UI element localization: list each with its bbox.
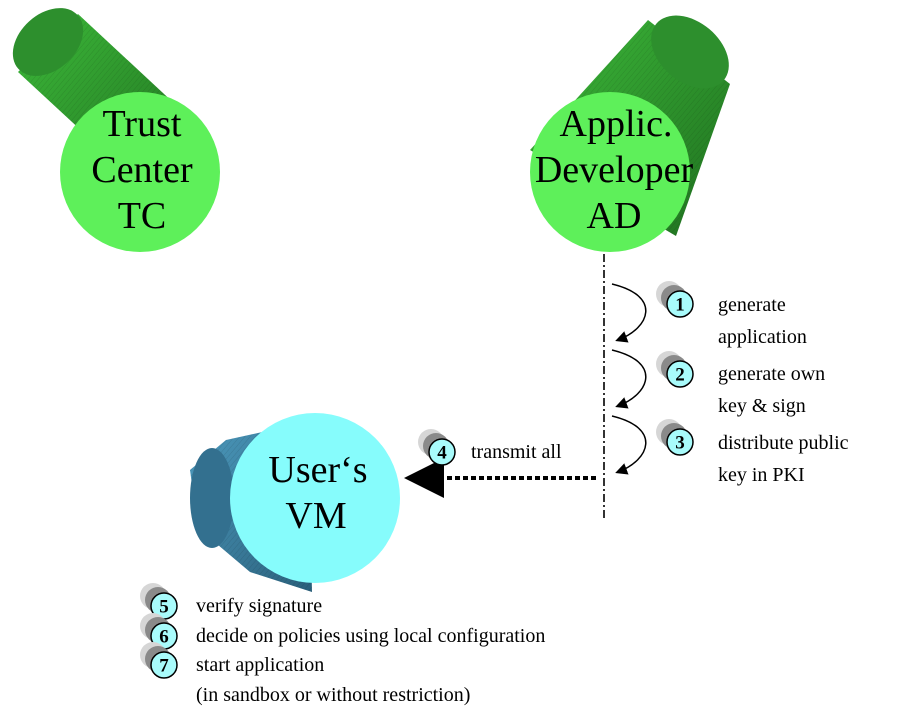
developer-node: Applic. Developer AD bbox=[530, 15, 730, 252]
step-4-number: 4 bbox=[437, 443, 447, 464]
step-2-text-line2: key & sign bbox=[718, 395, 806, 417]
step-1-arrow bbox=[611, 283, 647, 343]
trust-center-label-line2: Center bbox=[91, 149, 193, 191]
user-vm-node: User‘s VM bbox=[190, 413, 400, 592]
step-2-badge: 2 bbox=[656, 351, 694, 388]
step-5-number: 5 bbox=[159, 597, 169, 618]
step-5-badge: 5 bbox=[140, 583, 178, 620]
trust-center-label-line1: Trust bbox=[103, 103, 182, 145]
developer-label-line3: AD bbox=[587, 195, 642, 237]
developer-label-line1: Applic. bbox=[560, 103, 673, 145]
step-4-badge: 4 bbox=[418, 429, 456, 466]
step-2-arrow bbox=[611, 349, 647, 409]
trust-center-label-line3: TC bbox=[118, 195, 167, 237]
step-7-badge: 7 bbox=[140, 642, 178, 679]
step-6-badge: 6 bbox=[140, 613, 178, 650]
step-3-badge: 3 bbox=[656, 419, 694, 456]
step-2-text-line1: generate own bbox=[718, 363, 825, 385]
step-2-number: 2 bbox=[675, 365, 685, 386]
user-vm-label-line1: User‘s bbox=[268, 449, 367, 491]
step-1-badge: 1 bbox=[656, 281, 694, 318]
user-vm-label-line2: VM bbox=[285, 495, 346, 537]
step-1-number: 1 bbox=[675, 295, 685, 316]
step-6-text: decide on policies using local configura… bbox=[196, 625, 545, 647]
step-3-arrow bbox=[611, 415, 647, 475]
step-3-number: 3 bbox=[675, 433, 685, 454]
step-7-text-line1: start application bbox=[196, 654, 324, 676]
step-4-text: transmit all bbox=[471, 441, 562, 463]
step-7-text-line2: (in sandbox or without restriction) bbox=[196, 684, 470, 706]
step-1-text-line2: application bbox=[718, 326, 807, 348]
developer-label-line2: Developer bbox=[535, 149, 694, 191]
step-1-text-line1: generate bbox=[718, 294, 786, 316]
step-6-number: 6 bbox=[159, 627, 169, 648]
step-7-number: 7 bbox=[159, 656, 169, 677]
trust-center-node: Trust Center TC bbox=[12, 8, 220, 252]
step-3-text-line2: key in PKI bbox=[718, 464, 805, 486]
step-5-text: verify signature bbox=[196, 595, 322, 617]
step-3-text-line1: distribute public bbox=[718, 432, 849, 454]
